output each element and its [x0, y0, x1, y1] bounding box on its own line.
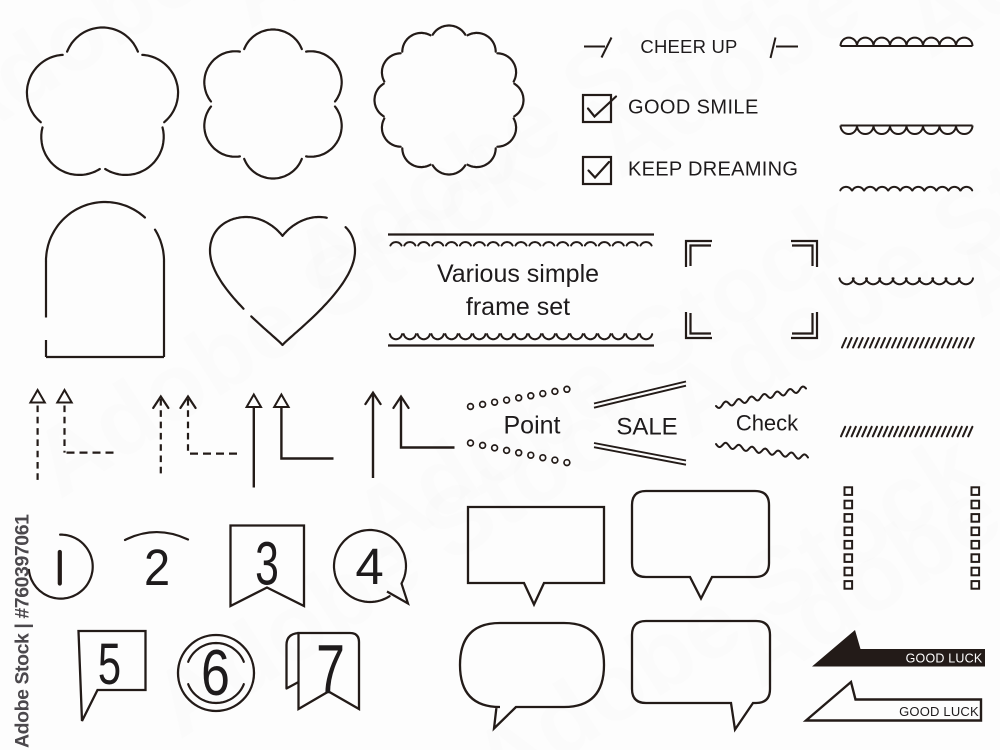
svg-text:7: 7 — [316, 630, 345, 708]
svg-text:6: 6 — [201, 638, 230, 710]
svg-text:SALE: SALE — [616, 414, 677, 441]
svg-text:3: 3 — [255, 530, 279, 598]
svg-text:frame set: frame set — [466, 293, 570, 321]
svg-text:GOOD LUCK: GOOD LUCK — [899, 704, 979, 719]
svg-text:2: 2 — [144, 540, 170, 596]
svg-text:CHEER UP: CHEER UP — [640, 36, 737, 57]
svg-text:KEEP DREAMING: KEEP DREAMING — [628, 159, 798, 181]
svg-text:GOOD SMILE: GOOD SMILE — [628, 97, 759, 119]
svg-text:Point: Point — [504, 412, 561, 440]
svg-text:Adobe Stock | #760397061: Adobe Stock | #760397061 — [12, 514, 34, 748]
svg-text:Various simple: Various simple — [437, 260, 599, 288]
svg-text:GOOD LUCK: GOOD LUCK — [906, 652, 983, 666]
svg-text:5: 5 — [98, 631, 121, 696]
svg-text:4: 4 — [355, 538, 383, 595]
svg-text:Check: Check — [736, 411, 799, 436]
